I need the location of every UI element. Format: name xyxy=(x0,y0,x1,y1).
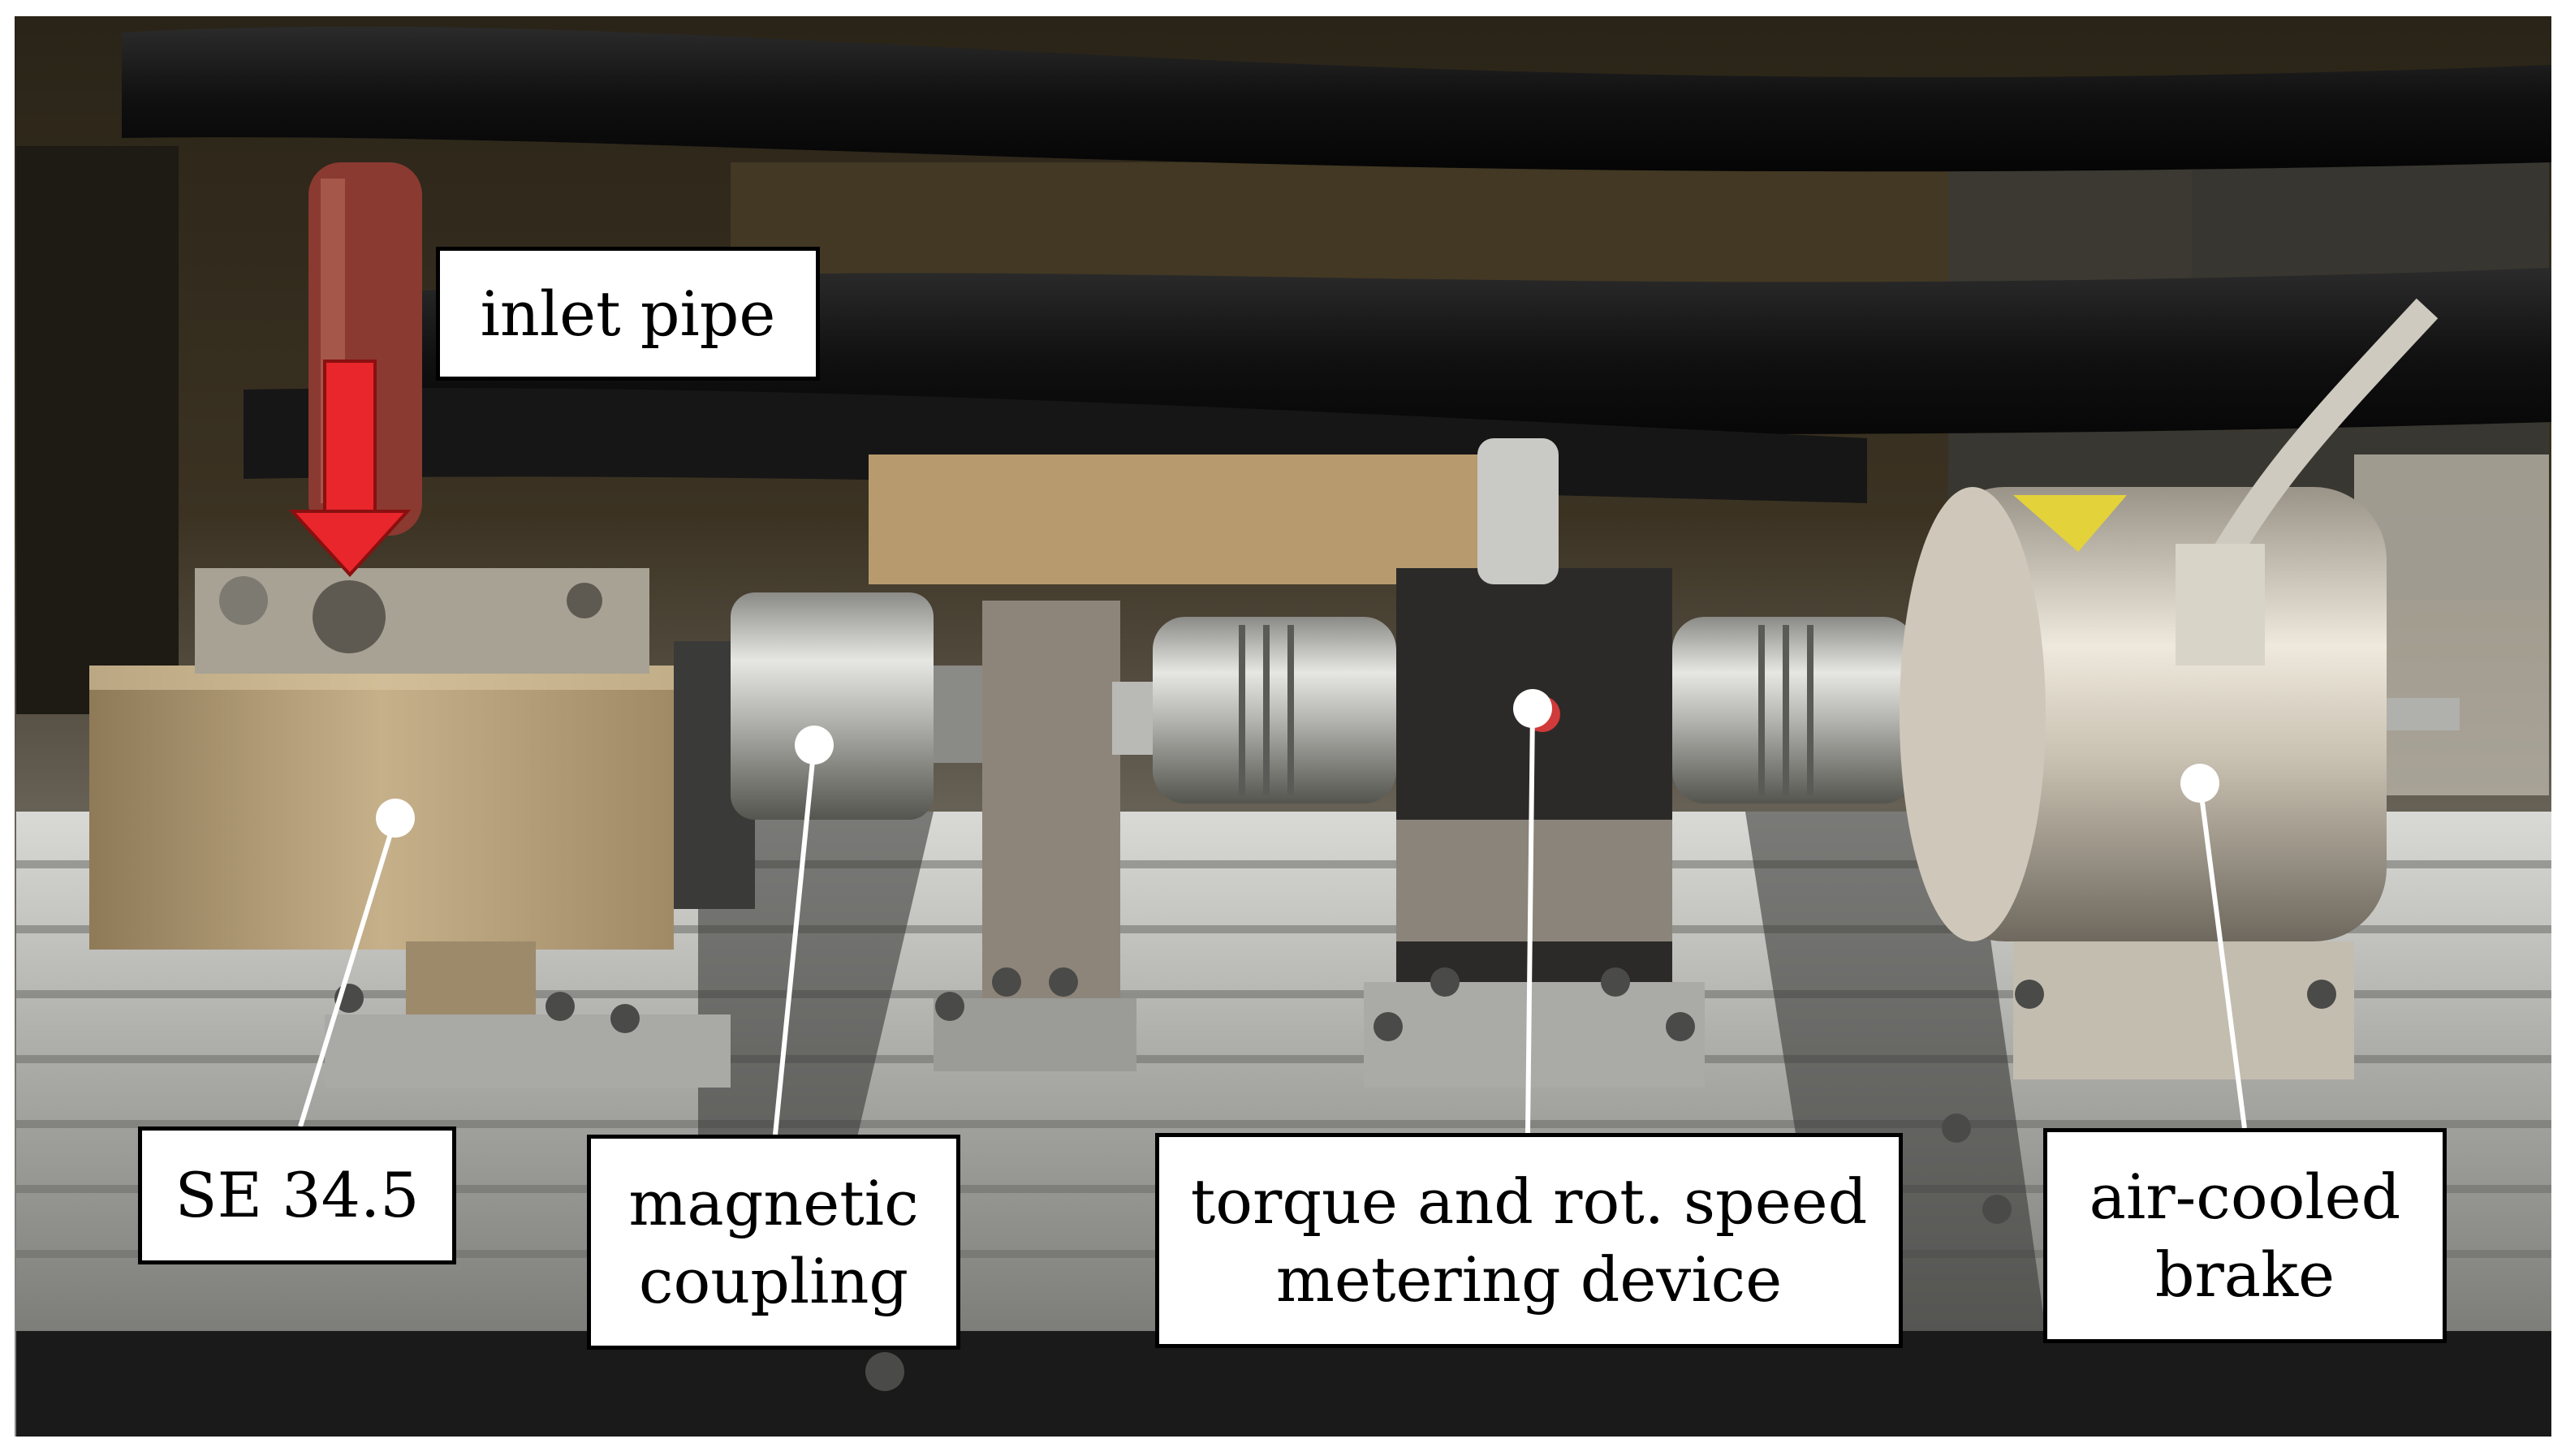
inlet-pipe-label: inlet pipe xyxy=(436,247,820,381)
brake-line-1: air-cooled xyxy=(2089,1160,2401,1233)
inlet-arrow xyxy=(288,360,412,577)
se-text: SE 34.5 xyxy=(175,1159,420,1231)
brake-line-2: brake xyxy=(2154,1238,2335,1311)
magnetic-coupling-label: magnetic coupling xyxy=(587,1135,960,1350)
brake-label: air-cooled brake xyxy=(2043,1128,2447,1343)
brake-marker-dot xyxy=(2180,764,2219,803)
se-marker-dot xyxy=(376,799,415,838)
torque-device-line-2: metering device xyxy=(1275,1243,1783,1316)
torque-marker-dot xyxy=(1513,689,1552,728)
torque-device-label: torque and rot. speed metering device xyxy=(1155,1133,1903,1348)
inlet-pipe-text: inlet pipe xyxy=(480,277,776,350)
torque-device-line-1: torque and rot. speed xyxy=(1190,1165,1868,1238)
leader-lines xyxy=(298,708,2247,1135)
magnetic-marker-dot xyxy=(795,726,834,765)
se-label: SE 34.5 xyxy=(138,1126,456,1264)
magnetic-coupling-line-2: coupling xyxy=(638,1244,909,1317)
magnetic-coupling-line-1: magnetic xyxy=(628,1166,919,1239)
